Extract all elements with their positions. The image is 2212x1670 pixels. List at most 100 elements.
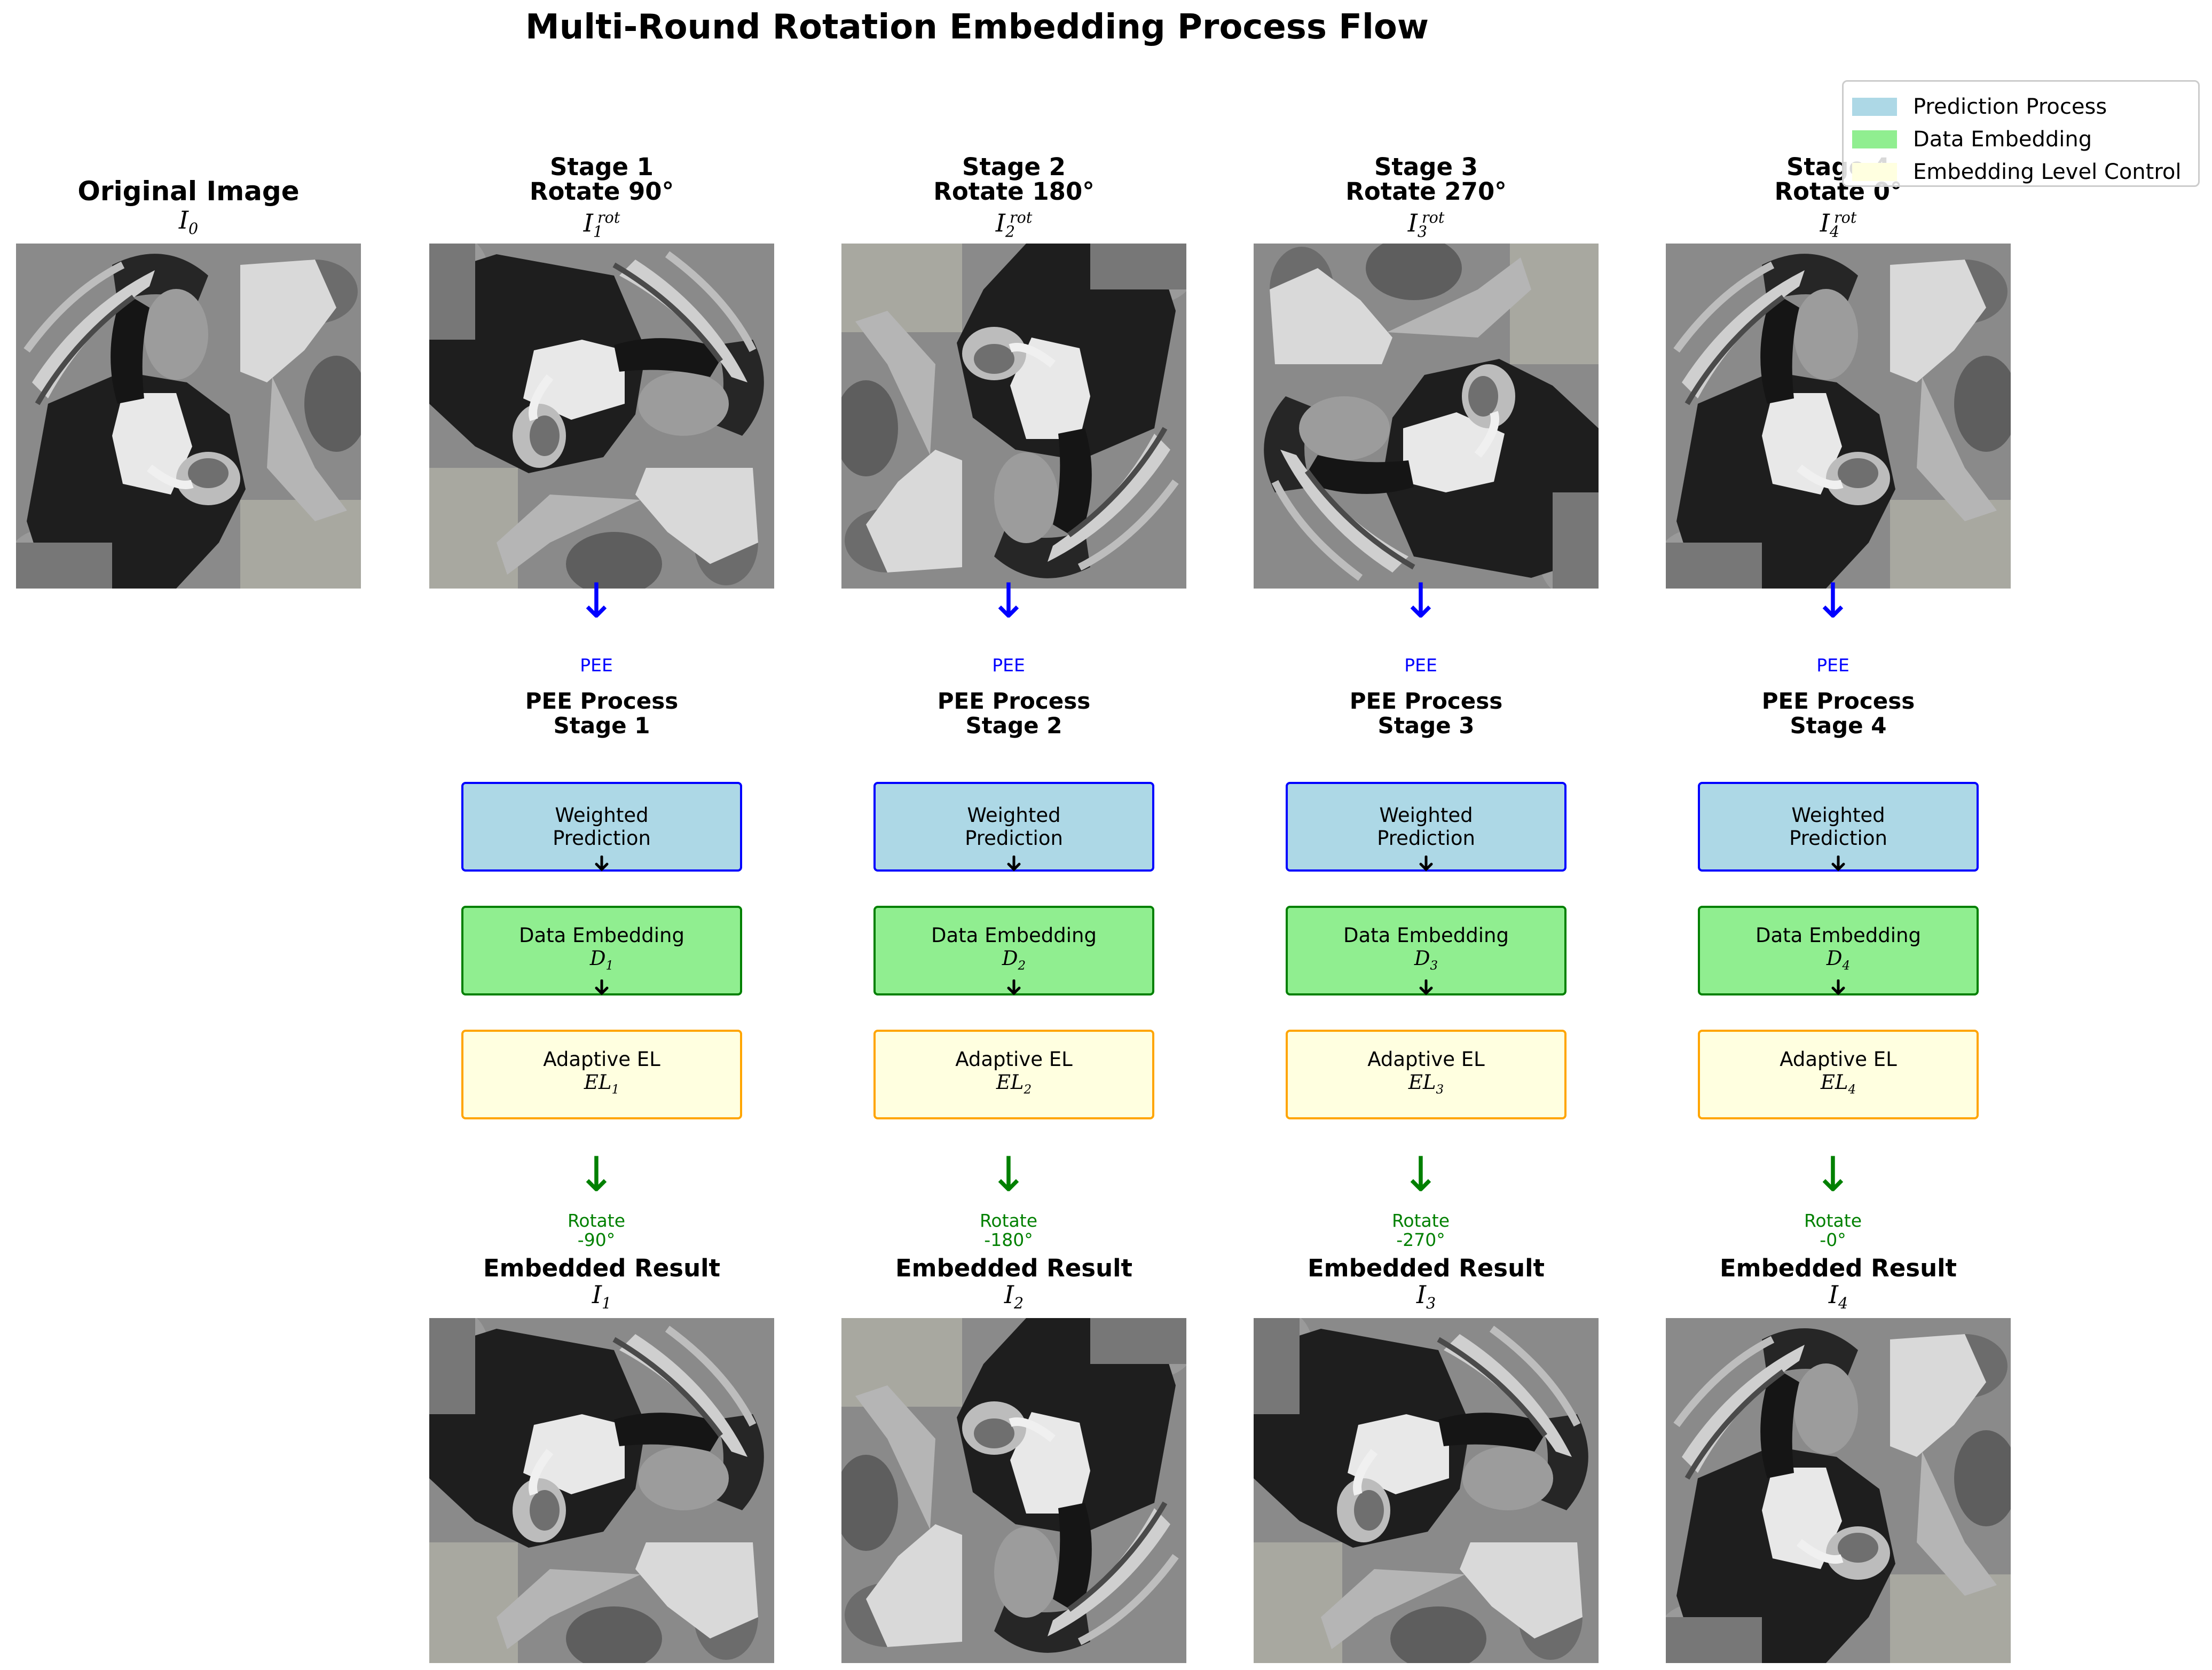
prediction-line-1: Weighted <box>555 804 649 827</box>
stage-3-rotate-back-label: Rotate-270° <box>1391 1210 1450 1250</box>
stage-2-result-symbol: I2 <box>1004 1280 1024 1313</box>
stage-1-result-symbol: I1 <box>592 1280 612 1313</box>
embedding-line-1: Data Embedding <box>931 923 1097 947</box>
embedding-symbol: D1 <box>589 946 614 973</box>
embedding-line-1: Data Embedding <box>1343 923 1509 947</box>
stage-4-connector-arrow-1 <box>1831 856 1845 872</box>
stage-1-pee-label: PEE <box>580 655 613 676</box>
prediction-line-1: Weighted <box>1791 804 1885 827</box>
stage-4-rot-symbol: I4rot <box>1820 208 1857 241</box>
el-line-1: Adaptive EL <box>543 1047 660 1071</box>
stage-4-result-symbol: I4 <box>1828 1280 1848 1313</box>
stage-2-pee-label: PEE <box>992 655 1025 676</box>
stage-1-rotated-image <box>429 244 774 589</box>
stage-1-rotate-label: Rotate 90° <box>529 177 674 206</box>
stage-2-rotate-back-label: Rotate-180° <box>979 1210 1038 1250</box>
stage-4-pee-title: PEE Process <box>1761 688 1915 714</box>
legend-swatch <box>1852 162 1897 181</box>
stage-3-pee-stage: Stage 3 <box>1377 712 1475 739</box>
legend-item-2: Data Embedding <box>1852 123 2198 155</box>
stage-2-rotate-back-arrow: ↓ <box>988 1147 1029 1203</box>
stage-3-pee-arrow: ↓ <box>1400 573 1441 629</box>
legend-swatch <box>1852 130 1897 148</box>
stage-4-pee-arrow: ↓ <box>1813 573 1853 629</box>
stage-4-pee-label: PEE <box>1816 655 1849 676</box>
prediction-line-2: Prediction <box>553 827 651 850</box>
stage-1-rotate-back-arrow: ↓ <box>576 1147 617 1203</box>
stage-1-rot-symbol: I1rot <box>583 208 620 241</box>
diagram-title: Multi-Round Rotation Embedding Process F… <box>525 7 1429 47</box>
stage-1-connector-arrow-1 <box>595 856 609 872</box>
legend-swatch <box>1852 97 1897 116</box>
prediction-line-2: Prediction <box>1377 827 1475 850</box>
stage-3-connector-arrow-2 <box>1419 979 1433 995</box>
stage-4-embedded-result-image <box>1666 1318 2011 1663</box>
embedding-symbol: D4 <box>1826 946 1851 973</box>
el-symbol: EL2 <box>996 1070 1032 1097</box>
stage-1-embedded-result-image <box>429 1318 774 1663</box>
prediction-line-1: Weighted <box>967 804 1061 827</box>
stage-3-rotate-back-arrow: ↓ <box>1400 1147 1441 1203</box>
stage-3-pee-title: PEE Process <box>1349 688 1503 714</box>
stage-2-connector-arrow-1 <box>1007 856 1021 872</box>
original-image-symbol: I0 <box>178 206 199 238</box>
stage-4-rotate-back-label: Rotate-0° <box>1804 1210 1862 1250</box>
stage-3-result-title: Embedded Result <box>1307 1254 1545 1282</box>
stage-1-rotate-back-label: Rotate-90° <box>567 1210 626 1250</box>
stage-2-pee-arrow: ↓ <box>988 573 1029 629</box>
stage-1-pee-stage: Stage 1 <box>553 712 650 739</box>
stage-2-rotated-image <box>841 244 1186 589</box>
embedding-line-1: Data Embedding <box>519 923 684 947</box>
el-symbol: EL3 <box>1408 1070 1444 1097</box>
legend-label: Data Embedding <box>1913 127 2092 152</box>
stage-1-result-title: Embedded Result <box>483 1254 721 1282</box>
stage-2-result-title: Embedded Result <box>895 1254 1133 1282</box>
original-image-title: Original Image <box>77 176 300 207</box>
stage-3-title: Stage 3 <box>1374 153 1478 181</box>
stage-2-embedded-result-image <box>841 1318 1186 1663</box>
el-symbol: EL4 <box>1820 1070 1856 1097</box>
stage-2-connector-arrow-2 <box>1007 979 1021 995</box>
embedding-symbol: D3 <box>1414 946 1438 973</box>
stage-1-connector-arrow-2 <box>595 979 609 995</box>
stage-3-rotate-label: Rotate 270° <box>1345 177 1507 206</box>
stage-2-title: Stage 2 <box>962 153 1066 181</box>
original-image-heading: Original Image I0 <box>16 176 361 243</box>
stage-3-result-symbol: I3 <box>1416 1280 1436 1313</box>
stage-3-pee-label: PEE <box>1404 655 1437 676</box>
stage-3-embedded-result-image <box>1254 1318 1599 1663</box>
el-line-1: Adaptive EL <box>955 1047 1073 1071</box>
el-symbol: EL1 <box>584 1070 620 1097</box>
stage-1-pee-arrow: ↓ <box>576 573 617 629</box>
stage-4-rotated-image <box>1666 244 2011 589</box>
stage-4-result-title: Embedded Result <box>1719 1254 1957 1282</box>
stage-2-pee-title: PEE Process <box>937 688 1091 714</box>
prediction-line-2: Prediction <box>1789 827 1887 850</box>
stage-4-pee-stage: Stage 4 <box>1790 712 1887 739</box>
stage-3-connector-arrow-1 <box>1419 856 1433 872</box>
el-line-1: Adaptive EL <box>1780 1047 1897 1071</box>
stage-2-rot-symbol: I2rot <box>995 208 1033 241</box>
legend-label: Embedding Level Control <box>1913 159 2182 184</box>
embedding-symbol: D2 <box>1002 946 1026 973</box>
el-line-1: Adaptive EL <box>1367 1047 1485 1071</box>
stage-2-rotate-label: Rotate 180° <box>933 177 1095 206</box>
embedding-line-1: Data Embedding <box>1756 923 1921 947</box>
